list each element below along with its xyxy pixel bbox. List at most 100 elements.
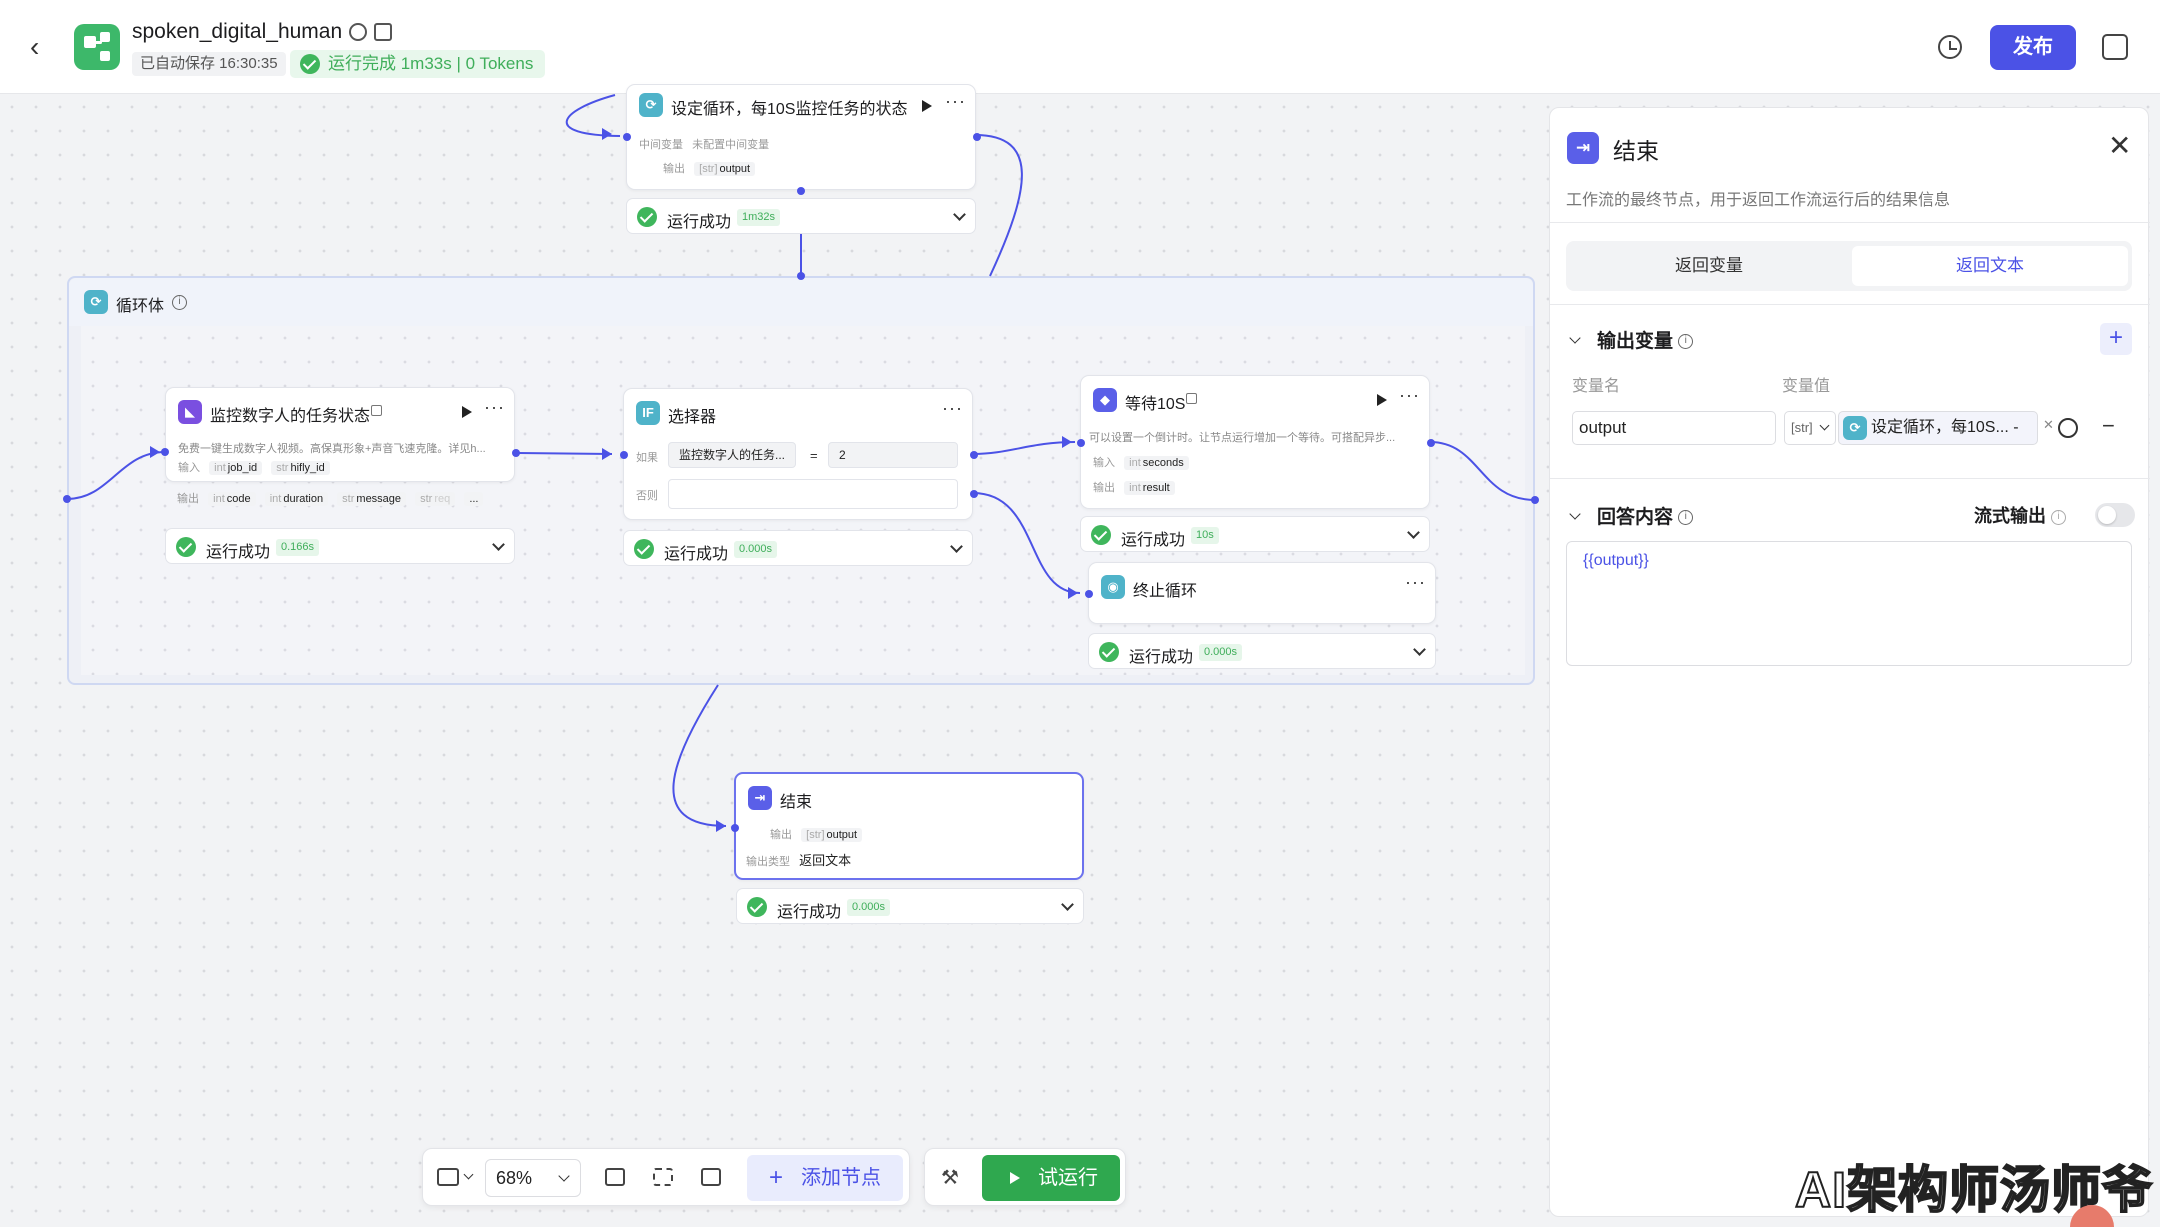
add-node-button[interactable]: +添加节点 [747, 1155, 903, 1201]
status-text: 运行成功 [1121, 532, 1186, 549]
wait-status[interactable]: 运行成功 10s [1080, 516, 1430, 552]
output-row: 输出 [str]output [770, 826, 868, 842]
layout-icon[interactable] [437, 1168, 459, 1186]
input-port[interactable] [623, 133, 631, 141]
edit-icon[interactable] [374, 23, 392, 41]
if-icon: IF [636, 401, 660, 425]
loop-icon: ⟳ [84, 290, 108, 314]
zoom-select[interactable]: 68% [485, 1159, 581, 1197]
chevron-down-icon[interactable] [1061, 898, 1074, 911]
stream-output-toggle[interactable] [2095, 503, 2135, 527]
else-field[interactable] [668, 479, 958, 509]
var-name-input[interactable]: output [1572, 411, 1776, 445]
tab-return-variable[interactable]: 返回变量 [1675, 256, 1743, 275]
chevron-down-icon[interactable] [492, 538, 505, 551]
wait-node[interactable]: ◆ 等待10S ··· 可以设置一个倒计时。让节点运行增加一个等待。可搭配异步.… [1077, 375, 1435, 509]
play-icon[interactable] [462, 406, 472, 418]
copy-icon[interactable] [2102, 34, 2128, 60]
more-icon[interactable]: ··· [942, 398, 963, 418]
var-type-select[interactable]: [str] [1784, 411, 1836, 445]
row-label: 输出 [177, 493, 199, 505]
chevron-down-icon[interactable] [950, 540, 963, 553]
end-status[interactable]: 运行成功 0.000s [736, 888, 1084, 924]
stream-output-label: 流式输出 i [1974, 502, 2067, 528]
play-icon[interactable] [1377, 394, 1387, 406]
loop-setup-status[interactable]: 运行成功 1m32s [626, 198, 976, 234]
monitor-node[interactable]: ◣ 监控数字人的任务状态 ··· 免费一键生成数字人视频。高保真形象+声音飞速克… [165, 387, 515, 482]
monitor-status[interactable]: 运行成功 0.166s [165, 528, 515, 564]
chevron-left-icon[interactable]: ‹ [30, 31, 40, 62]
more-tag[interactable]: ... [464, 492, 484, 506]
more-icon[interactable]: ··· [1399, 385, 1420, 405]
info-icon[interactable] [349, 23, 367, 41]
row-label: 输出 [770, 829, 792, 841]
avatar [2070, 1205, 2114, 1227]
info-icon: i [2051, 509, 2067, 525]
remove-variable-icon[interactable]: − [2102, 413, 2115, 438]
play-icon[interactable] [922, 100, 932, 112]
trial-run-button[interactable]: 试运行 [982, 1155, 1120, 1201]
row-label: 输出 [663, 163, 685, 175]
play-icon [1010, 1172, 1020, 1184]
minimap-icon[interactable] [701, 1168, 721, 1186]
chevron-down-icon[interactable] [1407, 526, 1420, 539]
condition-operator: = [810, 448, 818, 463]
publish-button[interactable]: 发布 [1990, 25, 2076, 70]
tab-return-text[interactable]: 返回文本 [1852, 246, 2128, 286]
check-circle-icon [176, 537, 196, 557]
more-icon[interactable]: ··· [945, 91, 966, 111]
exit-icon: ⇥ [1567, 132, 1599, 164]
loop-port[interactable] [797, 187, 805, 195]
output-port[interactable] [973, 133, 981, 141]
check-circle-icon [300, 54, 320, 74]
more-icon[interactable]: ··· [484, 397, 505, 417]
loop-setup-node[interactable]: ⟳ 设定循环，每10S监控任务的状态 ··· 中间变量 未配置中间变量 输出 [… [623, 84, 981, 195]
else-label: 否则 [636, 490, 658, 502]
if-port[interactable] [970, 451, 978, 459]
condition-left[interactable]: 监控数字人的任务... [668, 442, 796, 468]
chevron-down-icon[interactable] [463, 1169, 474, 1180]
node-title: 设定循环，每10S监控任务的状态 [671, 101, 908, 118]
chevron-down-icon[interactable] [1413, 643, 1426, 656]
check-circle-icon [634, 539, 654, 559]
status-text: 运行成功 [777, 904, 842, 921]
var-value-ref[interactable]: ⟳设定循环，每10S... - [1838, 411, 2038, 445]
stop-loop-status[interactable]: 运行成功 0.000s [1088, 633, 1436, 669]
end-node[interactable]: ⇥ 结束 输出 [str]output 输出类型 返回文本 [731, 772, 1084, 880]
target-icon[interactable] [2058, 418, 2078, 438]
comment-icon[interactable] [605, 1168, 625, 1186]
output-port[interactable] [512, 449, 520, 457]
clear-icon[interactable]: ✕ [2043, 417, 2054, 432]
input-port[interactable] [731, 824, 739, 832]
input-port[interactable] [161, 448, 169, 456]
status-time: 0.000s [1199, 644, 1243, 661]
history-icon[interactable] [1938, 35, 1962, 59]
answer-textarea[interactable]: {{output}} [1566, 541, 2132, 666]
else-port[interactable] [970, 490, 978, 498]
add-variable-button[interactable]: + [2100, 323, 2132, 355]
node-title: 选择器 [668, 409, 717, 426]
stop-loop-node[interactable]: ◉ 终止循环 ··· [1085, 562, 1436, 624]
wrench-icon[interactable]: ⚒ [941, 1167, 959, 1189]
chevron-down-icon [558, 1170, 570, 1182]
more-icon[interactable]: ··· [1405, 572, 1426, 592]
info-icon: i [1678, 334, 1694, 350]
output-port[interactable] [1427, 439, 1435, 447]
chevron-down-icon[interactable] [953, 208, 966, 221]
input-port[interactable] [1077, 439, 1085, 447]
chevron-down-icon[interactable] [1569, 332, 1581, 344]
type-row: 输出类型 返回文本 [746, 850, 851, 869]
chevron-down-icon[interactable] [1569, 508, 1581, 520]
grid-icon[interactable] [653, 1168, 673, 1186]
close-icon[interactable]: ✕ [2108, 130, 2132, 161]
input-port[interactable] [620, 451, 628, 459]
answer-content-title: 回答内容 i [1597, 502, 1694, 529]
selector-node[interactable]: IF 选择器 ··· 如果 监控数字人的任务... = 2 否则 [620, 388, 978, 520]
condition-right[interactable]: 2 [828, 442, 958, 468]
db-icon [371, 405, 382, 416]
input-port[interactable] [1085, 590, 1093, 598]
selector-status[interactable]: 运行成功 0.000s [623, 530, 973, 566]
